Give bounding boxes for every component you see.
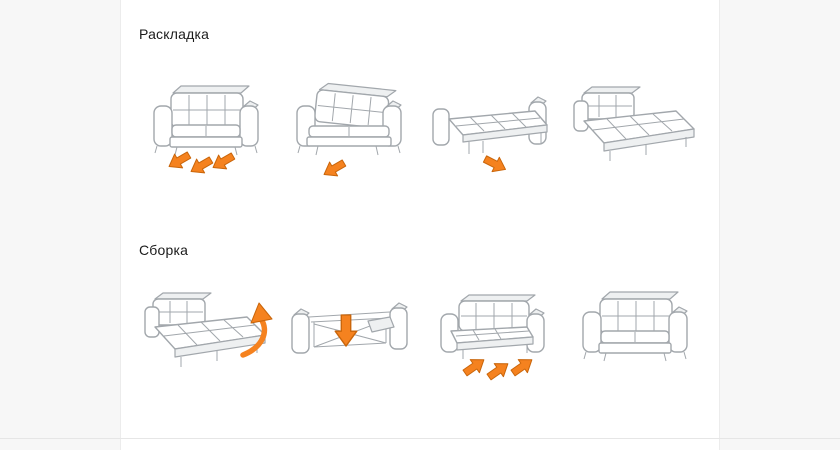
fold-step-1 [135,274,278,396]
sofa-assembled-illustration [581,291,688,362]
sofa-nearly-assembled-illustration [439,294,545,381]
sofa-seat-extended-illustration [295,82,402,177]
section-title-fold: Сборка [139,242,189,258]
pull-forward-arrow-icon [323,159,346,177]
section-title-unfold: Раскладка [139,26,210,42]
sofa-frame-open-illustration [290,302,408,354]
fold-step-3 [421,274,564,396]
section-unfold: Раскладка [135,26,707,190]
sofa-half-unfolded-illustration [431,96,548,173]
unfold-step-4 [564,68,707,190]
push-down-arrow-icon [334,314,357,347]
push-in-arrow-icon [509,359,532,377]
fold-steps-row [135,274,707,396]
fold-step-4 [564,274,707,396]
lift-up-arrow-head-icon [250,302,272,324]
pull-forward-arrow-icon [212,152,235,170]
unfold-steps-row [135,68,707,190]
pull-forward-arrow-icon [168,151,191,169]
unfold-step-3 [421,68,564,190]
fold-step-2 [278,274,421,396]
sofa-bed-unfolded-illustration [572,86,695,161]
content-panel: Раскладка [120,0,720,450]
unfold-step-1 [135,68,278,190]
pull-out-arrow-icon [482,155,506,173]
pull-forward-arrow-icon [190,156,213,174]
lift-up-curved-arrow-icon [239,316,267,358]
sofa-bed-unfolded-illustration [143,292,272,367]
bottom-divider [0,438,840,439]
push-in-arrow-icon [461,359,484,377]
section-fold: Сборка [135,242,707,396]
sofa-assembled-illustration [152,85,259,174]
push-in-arrow-icon [485,363,508,381]
unfold-step-2 [278,68,421,190]
